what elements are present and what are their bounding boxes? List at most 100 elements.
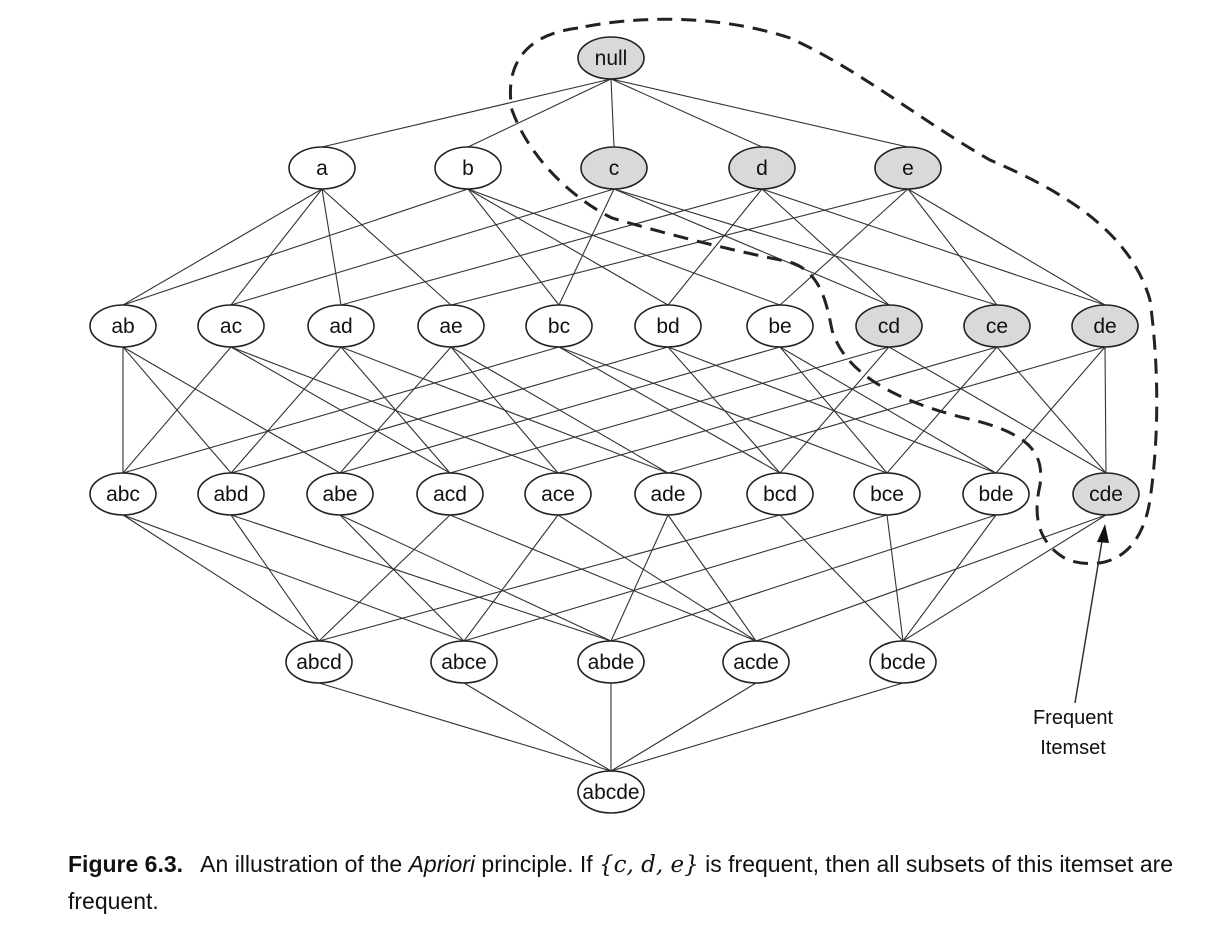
edge-bce-bcde xyxy=(886,514,904,642)
node-label-bcde: bcde xyxy=(880,651,926,674)
edge-e-ce xyxy=(907,188,998,306)
node-ellipse-a xyxy=(288,146,356,190)
node-ellipse-be xyxy=(746,304,814,348)
edge-c-bc xyxy=(558,188,615,306)
node-bc: bc xyxy=(525,304,593,348)
edge-ac-ace xyxy=(230,346,559,474)
edge-bc-bce xyxy=(558,346,888,474)
caption-math-set: {c, d, e} xyxy=(599,852,699,878)
edge-abd-abcd xyxy=(230,514,320,642)
node-label-ad: ad xyxy=(329,315,352,338)
node-bcd: bcd xyxy=(746,472,814,516)
edge-cde-acde xyxy=(755,514,1107,642)
edge-bcd-abcd xyxy=(318,514,781,642)
edge-null-c xyxy=(610,78,615,148)
node-label-ab: ab xyxy=(111,315,134,338)
node-ellipse-abcde xyxy=(577,770,645,814)
edge-a-ad xyxy=(321,188,342,306)
node-ellipse-ade xyxy=(634,472,702,516)
node-c: c xyxy=(580,146,648,190)
edge-de-cde xyxy=(1104,346,1107,474)
node-ellipse-abcd xyxy=(285,640,353,684)
node-ellipse-bcde xyxy=(869,640,937,684)
annotation-arrow-head xyxy=(1097,524,1109,543)
caption-italic-term: Apriori xyxy=(408,851,476,877)
node-ellipse-bde xyxy=(962,472,1030,516)
node-cd: cd xyxy=(855,304,923,348)
node-label-bd: bd xyxy=(656,315,679,338)
node-ellipse-ce xyxy=(963,304,1031,348)
edge-b-ab xyxy=(122,188,469,306)
node-ellipse-ad xyxy=(307,304,375,348)
edge-null-e xyxy=(610,78,909,148)
edge-b-be xyxy=(467,188,781,306)
node-ellipse-abde xyxy=(577,640,645,684)
edge-abcd-abcde xyxy=(318,682,612,772)
node-ade: ade xyxy=(634,472,702,516)
lattice-edges xyxy=(122,78,1107,772)
node-abde: abde xyxy=(577,640,645,684)
node-label-cde: cde xyxy=(1089,483,1123,506)
edge-ade-acde xyxy=(667,514,757,642)
edge-abc-abcd xyxy=(122,514,320,642)
node-ellipse-c xyxy=(580,146,648,190)
node-label-acd: acd xyxy=(433,483,467,506)
edge-e-de xyxy=(907,188,1106,306)
node-bcde: bcde xyxy=(869,640,937,684)
edge-cd-acd xyxy=(449,346,890,474)
edge-cd-bcd xyxy=(779,346,890,474)
edge-null-d xyxy=(610,78,763,148)
node-ellipse-ae xyxy=(417,304,485,348)
node-ellipse-ac xyxy=(197,304,265,348)
node-label-ac: ac xyxy=(220,315,242,338)
node-ae: ae xyxy=(417,304,485,348)
node-ellipse-abc xyxy=(89,472,157,516)
node-ellipse-cd xyxy=(855,304,923,348)
annotation-line-1: Frequent xyxy=(1033,707,1113,729)
node-a: a xyxy=(288,146,356,190)
edge-bcde-abcde xyxy=(610,682,904,772)
node-label-a: a xyxy=(316,157,328,180)
edge-de-ade xyxy=(667,346,1106,474)
edge-ae-ace xyxy=(450,346,559,474)
node-ellipse-ace xyxy=(524,472,592,516)
edge-acd-abcd xyxy=(318,514,451,642)
node-abd: abd xyxy=(197,472,265,516)
node-label-bc: bc xyxy=(548,315,570,338)
node-de: de xyxy=(1071,304,1139,348)
edge-ab-abe xyxy=(122,346,341,474)
node-label-b: b xyxy=(462,157,474,180)
node-label-ade: ade xyxy=(650,483,685,506)
node-null: null xyxy=(577,36,645,80)
node-label-abce: abce xyxy=(441,651,487,674)
edge-bde-bcde xyxy=(902,514,997,642)
frequent-itemset-annotation: Frequent Itemset xyxy=(1033,524,1113,759)
edge-ce-bce xyxy=(886,346,998,474)
node-ellipse-bd xyxy=(634,304,702,348)
node-ellipse-abe xyxy=(306,472,374,516)
edge-abe-abde xyxy=(339,514,612,642)
edge-ce-cde xyxy=(996,346,1107,474)
node-ace: ace xyxy=(524,472,592,516)
node-be: be xyxy=(746,304,814,348)
edge-d-ad xyxy=(340,188,763,306)
edge-a-ab xyxy=(122,188,323,306)
node-label-null: null xyxy=(595,47,628,70)
edge-abd-abde xyxy=(230,514,612,642)
node-label-de: de xyxy=(1093,315,1116,338)
edge-bd-bde xyxy=(667,346,997,474)
node-label-bce: bce xyxy=(870,483,904,506)
node-label-e: e xyxy=(902,157,914,180)
edge-ace-abce xyxy=(463,514,559,642)
edge-b-bd xyxy=(467,188,669,306)
node-acd: acd xyxy=(416,472,484,516)
node-d: d xyxy=(728,146,796,190)
node-label-abcde: abcde xyxy=(582,781,639,804)
edge-abce-abcde xyxy=(463,682,612,772)
caption-text-1: An illustration of the xyxy=(200,851,409,877)
node-e: e xyxy=(874,146,942,190)
edge-ae-abe xyxy=(339,346,452,474)
edge-ac-abc xyxy=(122,346,232,474)
node-label-bcd: bcd xyxy=(763,483,797,506)
